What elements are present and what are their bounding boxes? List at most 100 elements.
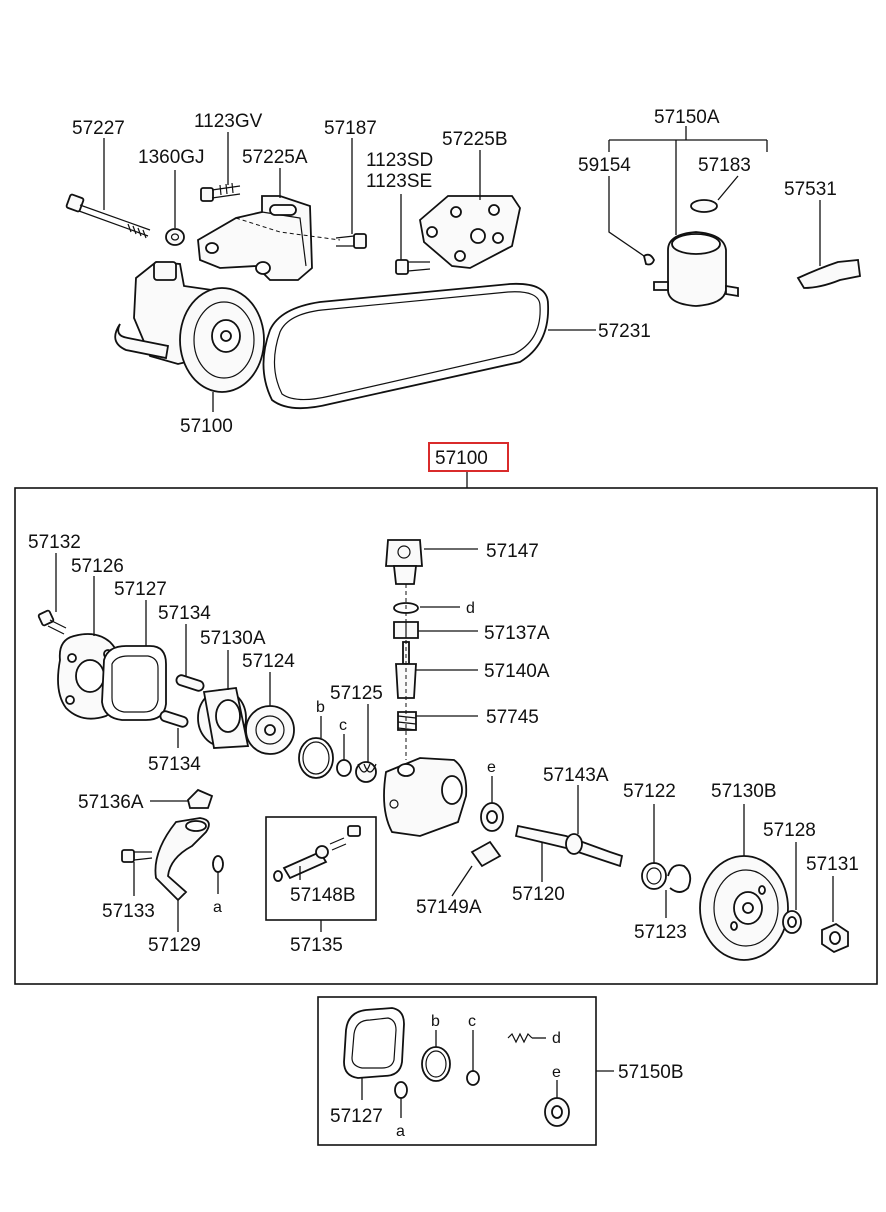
label-1360gj[interactable]: 1360GJ (138, 147, 205, 168)
bracket-57225b-drawing[interactable] (419, 150, 521, 269)
cartridge-57130a-drawing[interactable] (197, 650, 250, 749)
label-57133[interactable]: 57133 (102, 901, 155, 922)
label-57132[interactable]: 57132 (28, 532, 81, 553)
label-57127[interactable]: 57127 (114, 579, 167, 600)
letter-e-main: e (487, 759, 496, 776)
label-57231[interactable]: 57231 (598, 321, 651, 342)
label-57130b[interactable]: 57130B (711, 781, 777, 802)
label-57143a[interactable]: 57143A (543, 765, 609, 786)
letter-a-kit: a (396, 1123, 405, 1140)
plate-57124-drawing[interactable] (245, 672, 295, 755)
pin-57134-drawing[interactable] (159, 624, 205, 748)
label-1123gv[interactable]: 1123GV (194, 111, 263, 132)
pump-exploded-frame (14, 487, 878, 985)
spring-57745-drawing[interactable] (397, 584, 478, 760)
kit-oring-c-drawing[interactable] (466, 1030, 480, 1086)
label-57150b[interactable]: 57150B (618, 1062, 684, 1083)
washer-d-drawing[interactable] (393, 602, 460, 614)
label-57137a[interactable]: 57137A (484, 623, 550, 644)
tube-57129-drawing[interactable] (154, 817, 210, 932)
label-57183[interactable]: 57183 (698, 155, 751, 176)
reservoir-57150a-drawing[interactable] (608, 126, 768, 307)
kit-spring-d-drawing[interactable] (507, 1032, 546, 1044)
label-57125[interactable]: 57125 (330, 683, 383, 704)
kit-seal-e-drawing[interactable] (544, 1080, 570, 1127)
belt-57231-drawing[interactable] (262, 282, 596, 410)
kit-oring-a-drawing[interactable] (394, 1081, 408, 1118)
bushing-57149a-drawing[interactable] (451, 840, 502, 897)
valve-57140a-drawing[interactable] (395, 641, 478, 699)
label-57135[interactable]: 57135 (290, 935, 343, 956)
kit-gasket-57127-drawing[interactable] (343, 1007, 405, 1100)
nut-57137a-drawing[interactable] (393, 621, 478, 639)
highlight-box-57100[interactable] (428, 442, 509, 472)
label-57124[interactable]: 57124 (242, 651, 295, 672)
bolt-1123sd-drawing[interactable] (395, 194, 431, 275)
callout-labels: 57227 1360GJ 1123GV 57225A 57187 1123SD … (28, 107, 859, 1140)
label-57531[interactable]: 57531 (784, 179, 837, 200)
label-57100-top[interactable]: 57100 (180, 416, 233, 437)
hose-57531-drawing[interactable] (796, 200, 861, 289)
bolt-1123gv-drawing[interactable] (200, 132, 241, 202)
label-57126[interactable]: 57126 (71, 556, 124, 577)
letter-c-kit: c (468, 1013, 476, 1030)
label-57227[interactable]: 57227 (72, 118, 125, 139)
label-57134-b[interactable]: 57134 (148, 754, 201, 775)
fitting-57147-drawing[interactable] (385, 539, 478, 585)
label-57123[interactable]: 57123 (634, 922, 687, 943)
letter-d-kit: d (552, 1030, 561, 1047)
oring-b-drawing[interactable] (298, 716, 334, 779)
pulley-57130b-drawing[interactable] (699, 804, 789, 961)
bolt-57132-drawing[interactable] (37, 553, 67, 635)
label-57149a[interactable]: 57149A (416, 897, 482, 918)
label-1123se[interactable]: 1123SE (366, 171, 432, 192)
letter-a-main: a (213, 899, 222, 916)
label-59154[interactable]: 59154 (578, 155, 631, 176)
letter-e-kit: e (552, 1064, 561, 1081)
washer-1360gj-drawing[interactable] (165, 170, 185, 246)
snapring-57123-drawing[interactable] (665, 864, 692, 918)
label-57148b[interactable]: 57148B (290, 885, 356, 906)
nut-57131-drawing[interactable] (821, 876, 849, 954)
label-57225a[interactable]: 57225A (242, 147, 308, 168)
label-57134-a[interactable]: 57134 (158, 603, 211, 624)
spring-57125-drawing[interactable] (355, 704, 377, 783)
label-57130a[interactable]: 57130A (200, 628, 266, 649)
ring-57122-drawing[interactable] (641, 804, 667, 890)
bracket-57225a-drawing[interactable] (197, 168, 341, 281)
letter-c-main: c (339, 717, 347, 734)
label-57122[interactable]: 57122 (623, 781, 676, 802)
letter-b-main: b (316, 699, 325, 716)
oring-a-drawing[interactable] (212, 855, 224, 894)
seal-e-drawing[interactable] (480, 776, 504, 832)
label-kit-57127[interactable]: 57127 (330, 1106, 383, 1127)
label-57120[interactable]: 57120 (512, 884, 565, 905)
label-57225b[interactable]: 57225B (442, 129, 508, 150)
washer-57128-drawing[interactable] (782, 842, 802, 934)
pump-57100-drawing[interactable] (114, 261, 265, 412)
label-57129[interactable]: 57129 (148, 935, 201, 956)
valve-57148b-drawing[interactable] (273, 825, 361, 882)
bolt-57227-drawing[interactable] (65, 138, 151, 239)
label-57150a[interactable]: 57150A (654, 107, 720, 128)
label-57128[interactable]: 57128 (763, 820, 816, 841)
label-57100-box[interactable]: 57100 (435, 448, 488, 469)
shaft-57120-drawing[interactable] (514, 785, 624, 882)
bolt-57133-drawing[interactable] (121, 849, 153, 896)
label-57187[interactable]: 57187 (324, 118, 377, 139)
label-1123sd[interactable]: 1123SD (366, 150, 433, 171)
label-57745[interactable]: 57745 (486, 707, 539, 728)
label-57140a[interactable]: 57140A (484, 661, 550, 682)
pump-body-drawing[interactable] (383, 757, 468, 837)
label-57147[interactable]: 57147 (486, 541, 539, 562)
letter-d-main: d (466, 600, 475, 617)
label-57131[interactable]: 57131 (806, 854, 859, 875)
fitting-57136a-drawing[interactable] (150, 788, 214, 809)
kit-oring-b-drawing[interactable] (421, 1030, 451, 1082)
gasket-57127-drawing[interactable] (101, 600, 167, 721)
bolt-57187-drawing[interactable] (335, 138, 367, 249)
oring-c-drawing[interactable] (336, 734, 352, 777)
label-57136a[interactable]: 57136A (78, 792, 144, 813)
letter-b-kit: b (431, 1013, 440, 1030)
